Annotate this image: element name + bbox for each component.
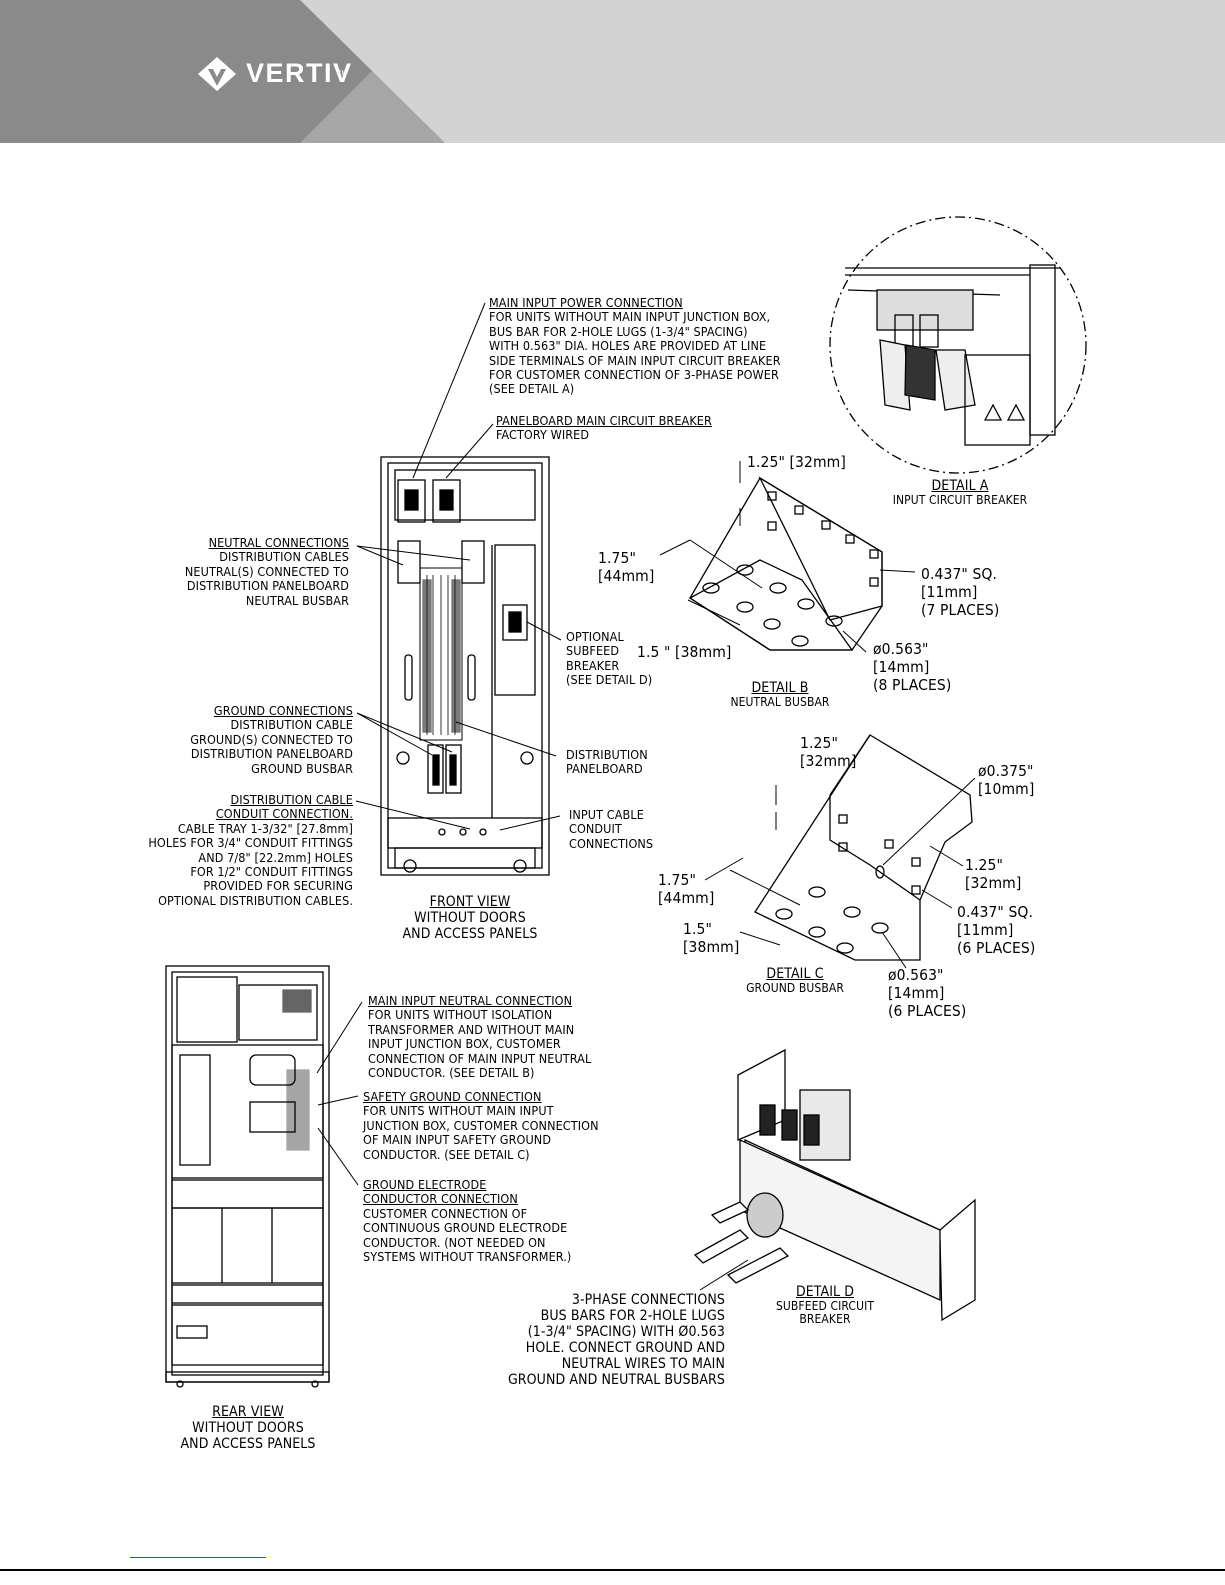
detail-b-dim-bottom: 1.5 " [38mm] bbox=[637, 643, 732, 661]
detail-b-caption: DETAIL B NEUTRAL BUSBAR bbox=[730, 680, 830, 709]
vertiv-logo-icon bbox=[198, 57, 236, 91]
detail-c-caption: DETAIL C GROUND BUSBAR bbox=[746, 966, 844, 995]
detail-c-dim-sq: 0.437" SQ. [11mm] (6 PLACES) bbox=[957, 903, 1036, 957]
brand-logo-tm: TM bbox=[338, 71, 347, 77]
callout-distribution-panelboard: DISTRIBUTION PANELBOARD bbox=[566, 747, 648, 777]
front-view-cabinet bbox=[380, 456, 550, 876]
detail-c-dim-hole: ø0.563" [14mm] (6 PLACES) bbox=[888, 966, 967, 1020]
callout-distribution-cable: DISTRIBUTION CABLE CONDUIT CONNECTION. C… bbox=[148, 792, 353, 908]
brand-logo-text: VERTIV bbox=[246, 58, 353, 88]
detail-a-circle bbox=[829, 216, 1087, 474]
detail-c-dim-right: 1.25" [32mm] bbox=[965, 856, 1022, 892]
detail-b-dim-top: 1.25" [32mm] bbox=[747, 453, 846, 471]
detail-b-dims bbox=[659, 461, 916, 653]
rear-leaders bbox=[316, 1001, 363, 1186]
detail-c-dim-left1: 1.75" [44mm] bbox=[658, 871, 715, 907]
detail-d-caption: DETAIL D SUBFEED CIRCUIT BREAKER bbox=[775, 1284, 875, 1326]
callout-three-phase: 3-PHASE CONNECTIONS BUS BARS FOR 2-HOLE … bbox=[507, 1292, 725, 1388]
detail-b-dim-sq: 0.437" SQ. [11mm] (7 PLACES) bbox=[921, 565, 1000, 619]
callout-input-cable-conduit: INPUT CABLE CONDUIT CONNECTIONS bbox=[569, 807, 654, 851]
detail-a-caption: DETAIL A INPUT CIRCUIT BREAKER bbox=[892, 478, 1028, 507]
rear-view-caption: REAR VIEW WITHOUT DOORS AND ACCESS PANEL… bbox=[180, 1404, 316, 1452]
callout-main-input-power: MAIN INPUT POWER CONNECTION FOR UNITS WI… bbox=[489, 295, 781, 397]
rear-view-cabinet bbox=[165, 965, 330, 1388]
front-leaders bbox=[355, 302, 562, 831]
detail-c-dim-top: 1.25" [32mm] bbox=[800, 734, 857, 770]
footer-rule bbox=[0, 1569, 1225, 1571]
detail-c-dim-small-hole: ø0.375" [10mm] bbox=[978, 762, 1035, 798]
detail-c-dim-left2: 1.5" [38mm] bbox=[683, 920, 740, 956]
front-view-caption: FRONT VIEW WITHOUT DOORS AND ACCESS PANE… bbox=[402, 894, 538, 942]
callout-panelboard-breaker: PANELBOARD MAIN CIRCUIT BREAKER FACTORY … bbox=[496, 413, 712, 443]
page-header: VERTIV TM bbox=[0, 0, 1225, 143]
detail-c-busbar bbox=[754, 734, 973, 961]
detail-d-breaker bbox=[693, 1048, 976, 1322]
callout-optional-subfeed: OPTIONAL SUBFEED BREAKER (SEE DETAIL D) bbox=[566, 629, 653, 688]
detail-d-leader bbox=[699, 1259, 749, 1291]
detail-c-dims bbox=[704, 777, 976, 969]
footer-link-underline[interactable] bbox=[130, 1557, 266, 1558]
callout-safety-ground: SAFETY GROUND CONNECTION FOR UNITS WITHO… bbox=[363, 1089, 599, 1162]
detail-b-dim-hole: ø0.563" [14mm] (8 PLACES) bbox=[873, 640, 952, 694]
callout-main-input-neutral: MAIN INPUT NEUTRAL CONNECTION FOR UNITS … bbox=[368, 993, 592, 1081]
callout-neutral-connections: NEUTRAL CONNECTIONS DISTRIBUTION CABLES … bbox=[184, 535, 349, 608]
callout-ground-connections: GROUND CONNECTIONS DISTRIBUTION CABLE GR… bbox=[190, 703, 353, 776]
detail-b-busbar bbox=[688, 476, 883, 651]
detail-b-dim-left: 1.75" [44mm] bbox=[598, 549, 655, 585]
callout-ground-electrode: GROUND ELECTRODE CONDUCTOR CONNECTION CU… bbox=[363, 1177, 572, 1265]
